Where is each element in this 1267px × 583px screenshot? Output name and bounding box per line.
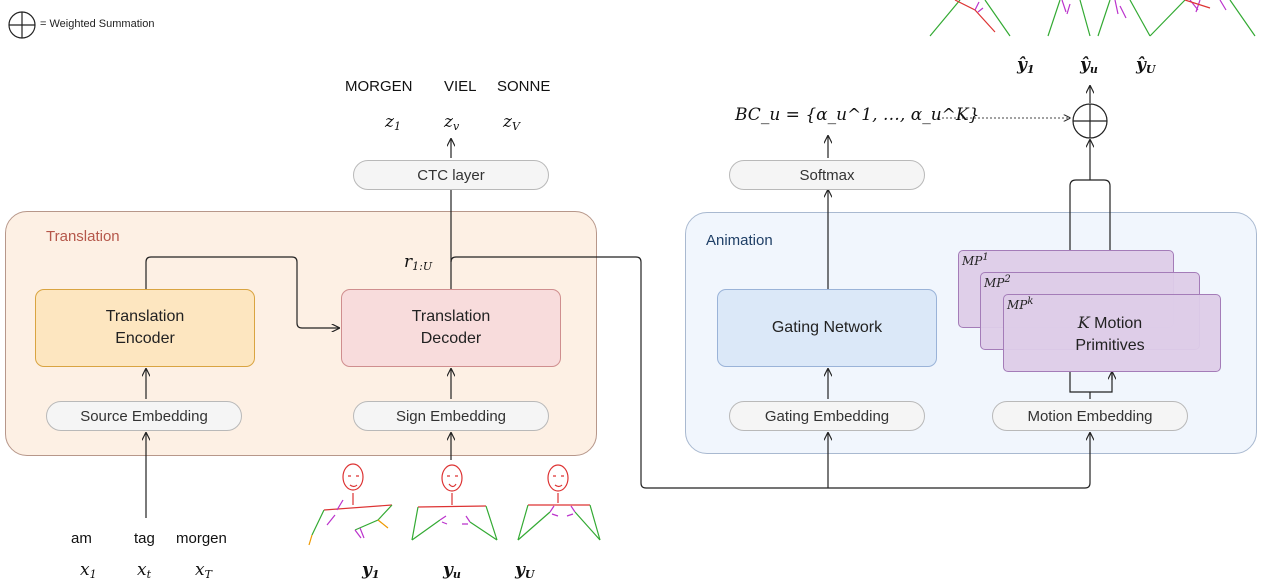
sign-pose-figure-2 — [411, 464, 498, 541]
bc-formula: BC_u = {α_u^1, …, α_u^K} — [735, 105, 980, 125]
gating-network-label: Gating Network — [771, 319, 883, 336]
pose-var-1: y1 — [362, 560, 380, 581]
mp-label-1: MP1 — [962, 252, 989, 268]
source-word-2: tag — [134, 530, 155, 547]
sign-pose-figure-1 — [308, 463, 393, 546]
motion-primitives-label: K Motion Primitives — [1075, 313, 1145, 354]
output-var-1: ŷ1 — [1017, 55, 1035, 76]
gloss-word-2: VIEL — [444, 78, 477, 95]
animation-title: Animation — [706, 232, 773, 249]
legend-text: = Weighted Summation — [40, 18, 155, 30]
gloss-var-1: z1 — [385, 112, 401, 133]
translation-title: Translation — [46, 228, 120, 245]
translation-decoder: Translation Decoder — [341, 289, 561, 367]
gloss-word-1: MORGEN — [345, 78, 413, 95]
motion-primitive-k — [1003, 294, 1221, 372]
decoder-label: Translation Decoder — [411, 308, 491, 347]
pose-var-2: yu — [443, 560, 461, 581]
output-var-3: ŷU — [1136, 55, 1156, 76]
translation-encoder: Translation Encoder — [35, 289, 255, 367]
encoder-label: Translation Encoder — [105, 308, 185, 347]
legend-sum-icon — [8, 11, 36, 39]
source-var-1: x1 — [80, 560, 97, 581]
ctc-layer: CTC layer — [353, 160, 549, 190]
sign-embedding: Sign Embedding — [353, 401, 549, 431]
pose-var-3: yU — [515, 560, 535, 581]
output-var-2: ŷu — [1080, 55, 1098, 76]
source-word-3: morgen — [176, 530, 227, 547]
weighted-sum-icon — [1072, 103, 1108, 139]
sign-pose-figure-3 — [517, 464, 601, 541]
motion-embedding: Motion Embedding — [992, 401, 1188, 431]
mp-label-k: MPk — [1007, 296, 1034, 312]
gloss-word-3: SONNE — [497, 78, 551, 95]
hidden-state-label: r1:U — [404, 252, 433, 273]
gating-embedding: Gating Embedding — [729, 401, 925, 431]
softmax-layer: Softmax — [729, 160, 925, 190]
gloss-var-3: zV — [503, 112, 520, 133]
gating-network: Gating Network — [717, 289, 937, 367]
source-embedding: Source Embedding — [46, 401, 242, 431]
output-pose-figures — [929, 0, 1256, 37]
gloss-var-2: zv — [444, 112, 460, 133]
source-var-2: xt — [137, 560, 152, 581]
mp-label-2: MP2 — [984, 274, 1011, 290]
source-var-3: xT — [195, 560, 212, 581]
source-word-1: am — [71, 530, 92, 547]
